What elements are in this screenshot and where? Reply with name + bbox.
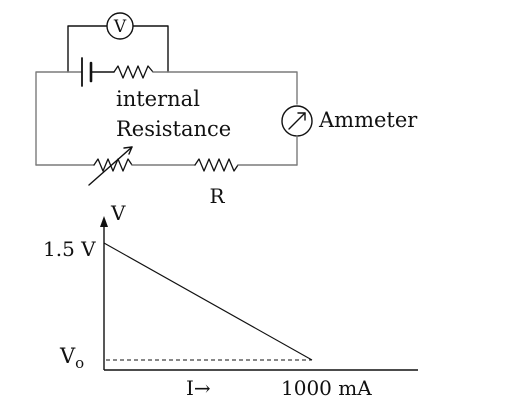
x-axis-label: I→ bbox=[186, 376, 211, 400]
voltmeter-left-wire bbox=[67, 25, 108, 73]
internal-resistance-zigzag bbox=[113, 65, 154, 79]
vi-graph: V 1.5 V Vo I→ 1000 mA bbox=[43, 201, 418, 400]
voltmeter-icon bbox=[106, 12, 134, 40]
v-vs-i-line bbox=[103, 242, 313, 361]
rheostat-arrowhead bbox=[123, 146, 133, 155]
rheostat-zigzag bbox=[93, 158, 133, 172]
y-axis-label: V bbox=[110, 201, 126, 225]
vo-label-main: V bbox=[59, 344, 76, 368]
voltmeter-symbol: V bbox=[113, 17, 127, 37]
rheostat-slash bbox=[88, 146, 133, 186]
vo-label: Vo bbox=[59, 344, 84, 372]
voltmeter-right-wire bbox=[132, 25, 169, 73]
ammeter-label: Ammeter bbox=[318, 108, 418, 132]
x-end-value-label: 1000 mA bbox=[281, 376, 372, 400]
internal-resistance-label-line1: internal bbox=[116, 87, 200, 111]
internal-resistance-label-line2: Resistance bbox=[116, 117, 231, 141]
resistor-r-zigzag bbox=[194, 158, 239, 172]
y-axis-arrowhead bbox=[100, 216, 108, 227]
resistor-r-label: R bbox=[209, 184, 225, 208]
y-top-value-label: 1.5 V bbox=[43, 237, 96, 261]
ammeter-needle bbox=[288, 112, 306, 130]
vo-label-subscript: o bbox=[75, 354, 84, 372]
top-right-wire bbox=[152, 71, 298, 105]
ammeter-needle-arrowhead bbox=[297, 112, 306, 121]
top-left-wire bbox=[35, 71, 83, 166]
circuit-diagram: V internal Resistance Ammeter R bbox=[35, 12, 418, 208]
